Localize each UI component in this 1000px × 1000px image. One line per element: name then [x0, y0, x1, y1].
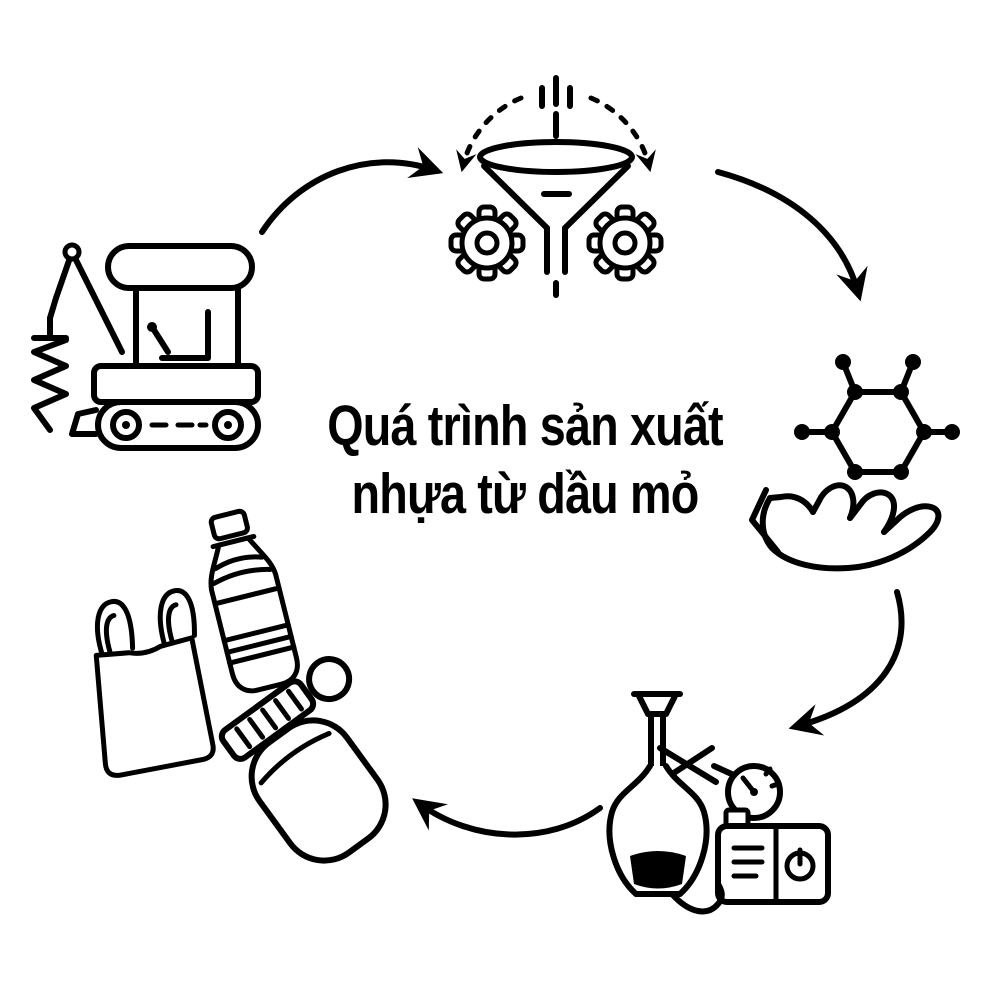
wheel-hub [224, 421, 232, 429]
plastic-bag [93, 588, 216, 778]
funnel-cone-left [481, 163, 550, 231]
dashed-inflow-right [588, 95, 656, 173]
excavator-joystick [151, 327, 171, 355]
gear-icon [451, 207, 523, 279]
bottle-rib [211, 566, 273, 586]
water-bottle [208, 508, 300, 694]
funnel-cone-right [562, 163, 631, 231]
arrow-extraction-to-refining [259, 147, 444, 235]
bag-handle-right [157, 588, 197, 647]
gear-icon [589, 207, 661, 279]
atom-node [847, 384, 863, 400]
title-line-1: Quá trình sản xuất [327, 394, 723, 458]
gauge-ticks [763, 766, 781, 789]
wide-body [248, 717, 389, 864]
atom-node [893, 384, 909, 400]
canopy-posts [133, 285, 241, 369]
bottle-cap [208, 508, 250, 542]
excavator-auger-icon [31, 242, 261, 451]
bottle-label-bottom [221, 622, 291, 644]
atom-node [835, 354, 851, 370]
bottle-ribs-lower [224, 633, 297, 666]
wide-mouth-bottle [218, 656, 389, 864]
bag-handle-left-inner [103, 612, 117, 654]
bottle-rib [212, 554, 265, 572]
bag-handle-right-inner [166, 602, 179, 644]
title-line-2: nhựa từ dầu mỏ [351, 462, 699, 527]
arrow-flask-to-products [412, 798, 603, 838]
flask-liquid [630, 851, 686, 889]
bag-body [93, 635, 216, 778]
gauge-pivot [750, 788, 758, 796]
atom-node [794, 424, 810, 440]
funnel-gears-icon [451, 75, 661, 298]
diagram-title: Quá trình sản xuất nhựa từ dầu mỏ [0, 392, 1000, 529]
arrow-molecule-to-flask [788, 589, 905, 736]
flask-pump-icon [606, 691, 831, 915]
boom-joint [62, 242, 82, 262]
bottle-label-top [212, 585, 282, 607]
flask-top-cup [635, 691, 679, 717]
hand-cuff [749, 487, 781, 555]
auger-mount [47, 295, 59, 321]
dashed-inflow-left [456, 95, 524, 173]
excavator-seat [159, 309, 211, 361]
hand [749, 482, 942, 572]
excavator-blade [69, 407, 99, 437]
pump-vents [731, 845, 765, 879]
arrow-refining-to-molecule [715, 169, 868, 302]
auger-spiral [31, 337, 69, 433]
atom-node [944, 424, 960, 440]
track-wheel [110, 409, 142, 441]
wheel-hub [122, 421, 130, 429]
atom-node [824, 424, 840, 440]
molecule-in-hand-icon [749, 354, 960, 572]
funnel-mouth [477, 139, 635, 175]
pump-box [715, 823, 831, 905]
joystick-knob [147, 322, 157, 332]
atom-node [905, 354, 921, 370]
pump-hose [669, 881, 725, 915]
atom-node [893, 464, 909, 480]
excavator-canopy [105, 243, 255, 291]
bottle-loop [306, 656, 353, 703]
funnel-stem [544, 225, 568, 275]
track-wheel [212, 409, 244, 441]
plastic-bag-bottles-icon [93, 508, 389, 864]
atom-node [916, 424, 932, 440]
atom-node [847, 464, 863, 480]
cap-ridges [234, 688, 304, 750]
bag-handle-left [94, 598, 136, 657]
wide-shoulder-line [258, 730, 332, 786]
flask-neck [648, 711, 666, 769]
